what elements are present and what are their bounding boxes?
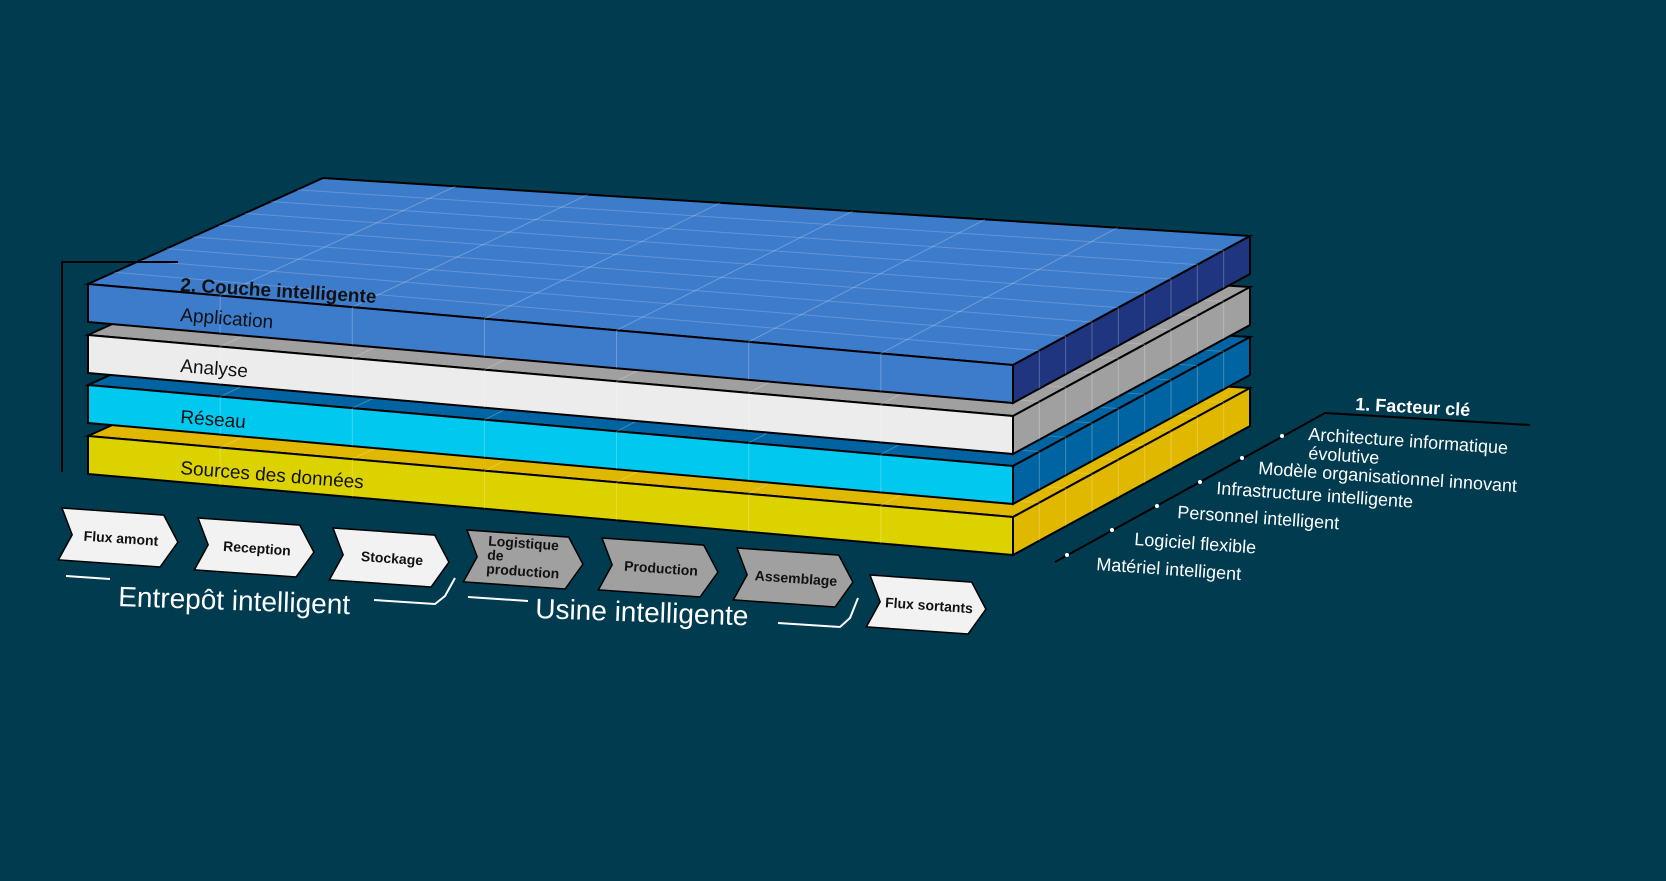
chevron-arrow — [597, 537, 719, 598]
step-label-line: de — [487, 546, 505, 563]
step-label: Reception — [223, 538, 292, 559]
layer-side-face — [1012, 234, 1251, 405]
layer-application — [84, 176, 1254, 405]
step-label: Production — [624, 558, 699, 579]
chevron-arrow — [57, 507, 179, 568]
process-step-0: Flux amont — [57, 507, 179, 568]
step-label-line: Logistique — [488, 533, 560, 554]
group-line — [65, 575, 111, 580]
grid-line — [244, 212, 1172, 280]
grid-line — [114, 271, 1040, 352]
grid-line — [748, 218, 986, 343]
chevron-arrow — [462, 529, 584, 590]
process-step-5: Assemblage — [732, 547, 854, 608]
chevron-arrow — [865, 574, 987, 635]
layer-side-face — [1012, 285, 1251, 456]
step-label-line: production — [486, 560, 560, 581]
layer-stack — [84, 176, 1254, 557]
step-label: Stockage — [360, 548, 423, 568]
step-label: Flux amont — [83, 528, 159, 549]
grid-line — [296, 189, 1224, 251]
step-label: Assemblage — [754, 567, 838, 589]
process-step-4: Production — [597, 537, 719, 598]
process-step-1: Reception — [193, 517, 315, 578]
grid-line — [218, 224, 1145, 294]
grid-line — [484, 202, 721, 320]
grid-line — [616, 210, 853, 331]
chevron-arrow — [193, 517, 315, 578]
layer-side-face — [1012, 386, 1251, 557]
grid-line — [192, 236, 1119, 309]
factor-dots — [1065, 434, 1284, 557]
layer-label-reseau: Réseau — [180, 407, 247, 433]
process-step-6: Flux sortants — [865, 574, 987, 635]
bracket-line — [61, 261, 178, 472]
grid-line — [270, 201, 1198, 266]
chevron-arrow — [732, 547, 854, 608]
group-line — [467, 596, 529, 602]
grid-line — [140, 259, 1066, 337]
grid-line — [219, 185, 456, 297]
grid-line — [880, 227, 1118, 354]
process-chevrons: Flux amont Reception Stockage Logistiquedep… — [57, 507, 987, 635]
step-label: Flux sortants — [885, 594, 974, 616]
grid-line — [166, 248, 1093, 323]
group-usine: Usine intelligente — [535, 593, 749, 631]
process-step-2: Stockage — [328, 527, 450, 588]
chevron-arrow — [328, 527, 450, 588]
group-brace — [777, 597, 859, 629]
layer-side-face — [1012, 335, 1251, 506]
group-brace — [373, 577, 456, 606]
grid-line — [352, 194, 589, 308]
factor-item: évolutive — [1308, 443, 1380, 468]
factor-axis — [1054, 411, 1531, 563]
